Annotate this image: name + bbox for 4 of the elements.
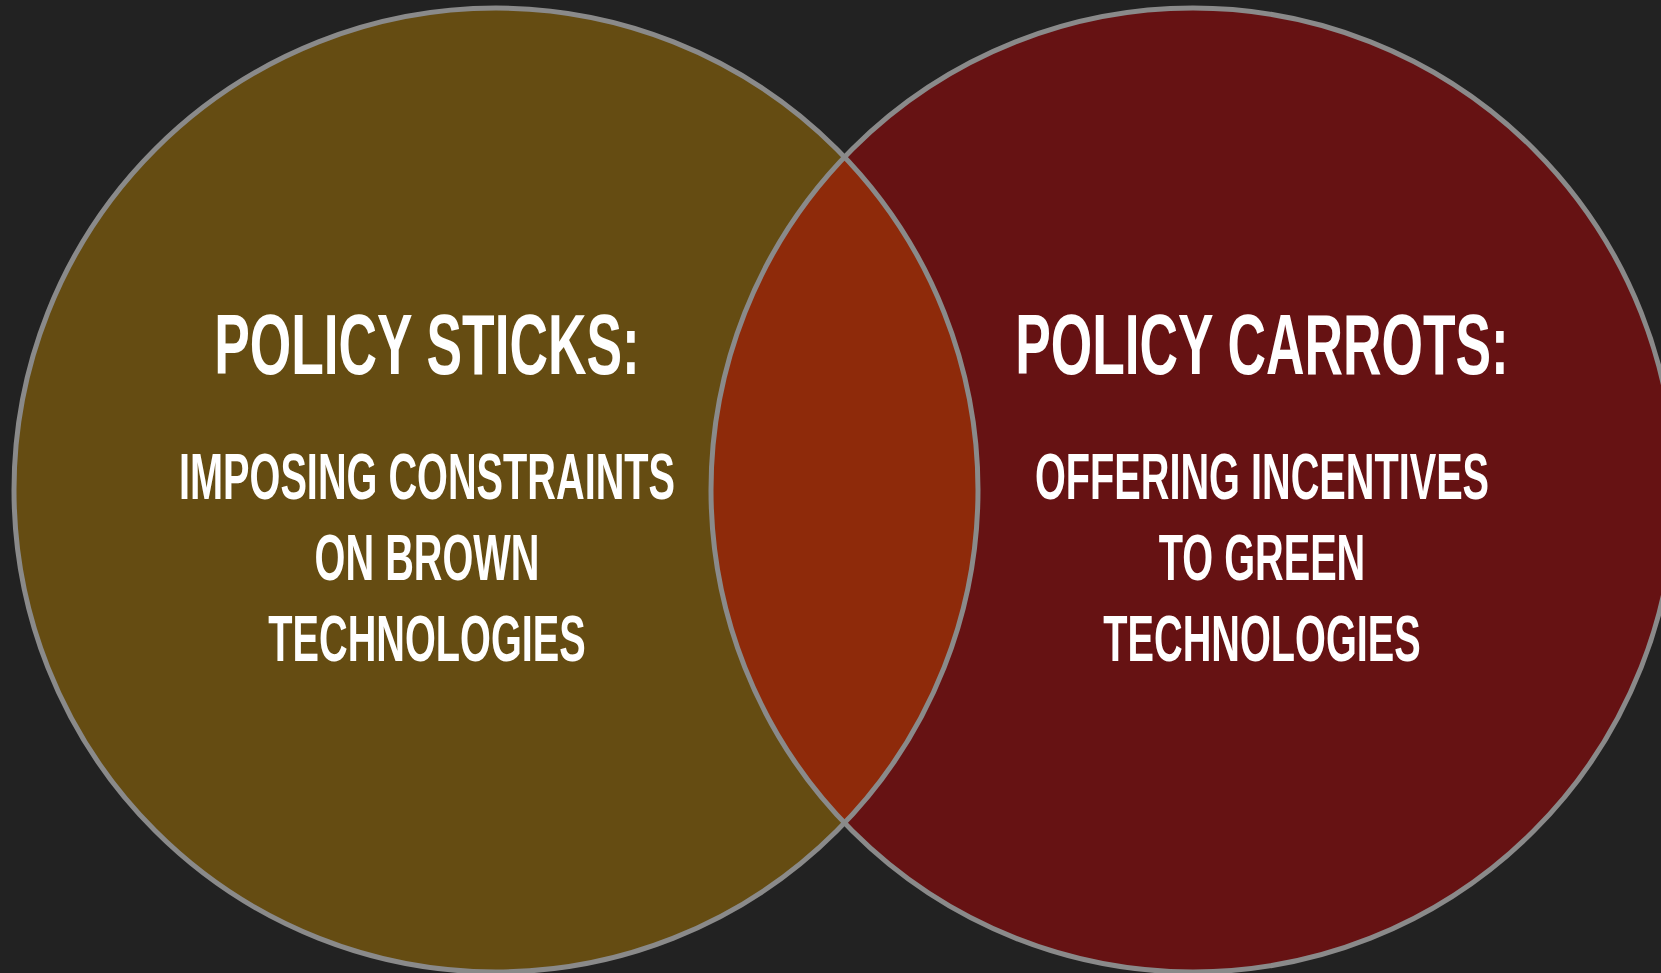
- circle-description: OFFERING INCENTIVES TO GREEN TECHNOLOGIES: [1033, 440, 1491, 677]
- circle-heading: POLICY CARROTS:: [1014, 296, 1510, 392]
- circle-description: IMPOSING CONSTRAINTS ON BROWN TECHNOLOGIES: [178, 440, 676, 677]
- circle-heading: POLICY STICKS:: [213, 296, 641, 392]
